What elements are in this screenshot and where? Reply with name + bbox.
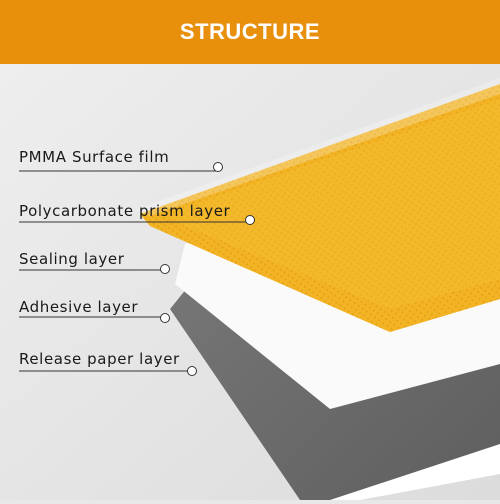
layer-stack-illustration (0, 64, 500, 500)
header-banner: STRUCTURE (0, 0, 500, 64)
leader-dot-adhesive (160, 313, 170, 323)
label-sealing-layer: Sealing layer (19, 250, 125, 268)
layer-diagram: PMMA Surface film Polycarbonate prism la… (0, 64, 500, 500)
label-adhesive-layer: Adhesive layer (19, 298, 139, 316)
leader-dot-pmma (213, 162, 223, 172)
leader-dot-prism (245, 215, 255, 225)
pmma-film-sheet (135, 78, 500, 216)
label-pmma-surface-film: PMMA Surface film (19, 148, 170, 166)
prism-sheet-highlight (165, 99, 500, 309)
label-release-paper-layer: Release paper layer (19, 350, 180, 368)
leader-dot-sealing (160, 264, 170, 274)
label-polycarbonate-prism-layer: Polycarbonate prism layer (19, 202, 231, 220)
prism-sheet-texture (140, 84, 500, 332)
page-title: STRUCTURE (179, 19, 321, 44)
leader-dot-release (187, 366, 197, 376)
